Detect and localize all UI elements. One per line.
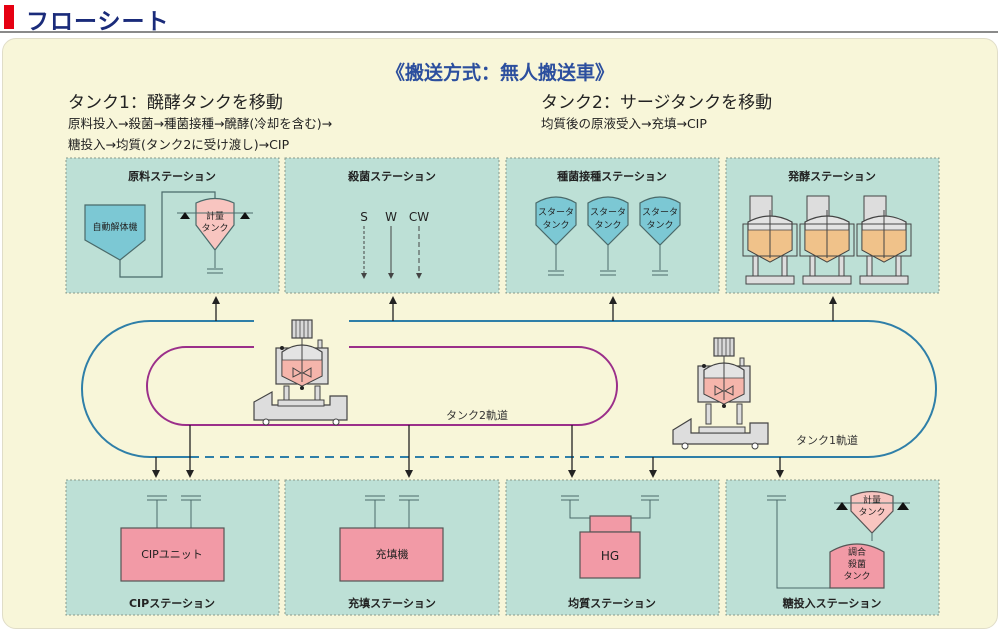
station-fermentation <box>725 157 940 294</box>
station-homogenizer-label: 均質ステーション <box>568 596 656 610</box>
tank1-rail-label: タンク1軌道 <box>796 433 858 447</box>
station-raw-material <box>65 157 280 294</box>
fermenter-icon <box>742 195 798 285</box>
starter-tank-label: タンク <box>594 220 621 231</box>
fermenter-icon <box>799 195 855 285</box>
starter-tank-label: スタータ <box>538 207 574 218</box>
station-filling-label: 充填ステーション <box>348 596 436 610</box>
tank1-line-1: 原料投入→殺菌→種菌接種→醗酵(冷却を含む)→ <box>68 116 333 131</box>
weigh-tank-icon <box>195 197 235 251</box>
diagram-title: 《搬送方式：無人搬送車》 <box>385 62 614 84</box>
station-sterilization <box>284 157 500 294</box>
utility-steam-label: S <box>360 210 368 224</box>
fermenter-icon <box>856 195 912 285</box>
tank1-heading: タンク1：醗酵タンクを移動 <box>68 93 283 113</box>
starter-tank-icon <box>535 196 577 276</box>
header-divider <box>0 31 998 33</box>
station-raw-material-label: 原料ステーション <box>128 169 216 183</box>
section-header: フローシート <box>0 0 1000 35</box>
cip-unit-icon <box>120 527 225 582</box>
station-fermentation-label: 発酵ステーション <box>787 169 876 183</box>
homogenizer-label: HG <box>601 549 619 563</box>
tank2-line-1: 均質後の原液受入→充填→CIP <box>541 116 707 131</box>
weigh-tank-label-1: 計量 <box>206 210 224 222</box>
station-filling <box>284 479 500 616</box>
section-title: フローシート <box>26 9 170 35</box>
cip-unit-label: CIPユニット <box>141 548 203 561</box>
starter-tank-label: スタータ <box>590 207 626 218</box>
starter-tank-label: タンク <box>646 220 673 231</box>
arrows-to-bottom-stations <box>152 425 784 478</box>
utility-coolwater-label: CW <box>409 210 429 224</box>
arrows-to-top-stations <box>212 296 837 321</box>
header-accent-bar <box>4 5 14 29</box>
tank1-line-2: 糖投入→均質(タンク2に受け渡し)→CIP <box>68 137 290 152</box>
starter-tank-label: タンク <box>542 220 569 231</box>
agv-tank2-icon <box>253 319 348 426</box>
filler-label: 充填機 <box>376 547 409 561</box>
station-sugar-feed-label: 糖投入ステーション <box>783 596 882 610</box>
utility-water-label: W <box>385 210 397 224</box>
tank2-heading: タンク2：サージタンクを移動 <box>541 93 773 113</box>
filler-icon <box>339 527 444 582</box>
starter-tank-label: スタータ <box>642 207 678 218</box>
station-inoculation <box>505 157 720 294</box>
starter-tank-icon <box>587 196 629 276</box>
starter-tank-icon <box>639 196 681 276</box>
auto-breaker-label: 自動解体機 <box>92 221 137 233</box>
blend-tank-label-2: 殺菌 <box>848 558 866 570</box>
station-inoculation-label: 種菌接種ステーション <box>557 169 667 183</box>
station-sugar-feed <box>725 479 940 616</box>
blend-tank-label-1: 調合 <box>848 546 866 558</box>
weigh-tank-icon <box>850 490 894 534</box>
weigh-tank-label-2: タンク <box>858 507 885 518</box>
tank2-rail-label: タンク2軌道 <box>446 408 508 422</box>
station-homogenizer <box>505 479 720 616</box>
homogenizer-icon <box>579 531 641 579</box>
blend-sterilize-tank-icon <box>829 543 885 589</box>
station-sterilization-label: 殺菌ステーション <box>347 169 436 183</box>
agv-tank1-icon <box>672 337 769 450</box>
tank2-rail <box>146 346 618 426</box>
weigh-tank-label-1: 計量 <box>863 494 881 506</box>
auto-breaker-icon <box>84 204 146 261</box>
station-cip-label: CIPステーション <box>129 597 215 610</box>
weigh-tank-label-2: タンク <box>201 223 228 234</box>
blend-tank-label-3: タンク <box>843 571 870 582</box>
station-cip <box>65 479 280 616</box>
